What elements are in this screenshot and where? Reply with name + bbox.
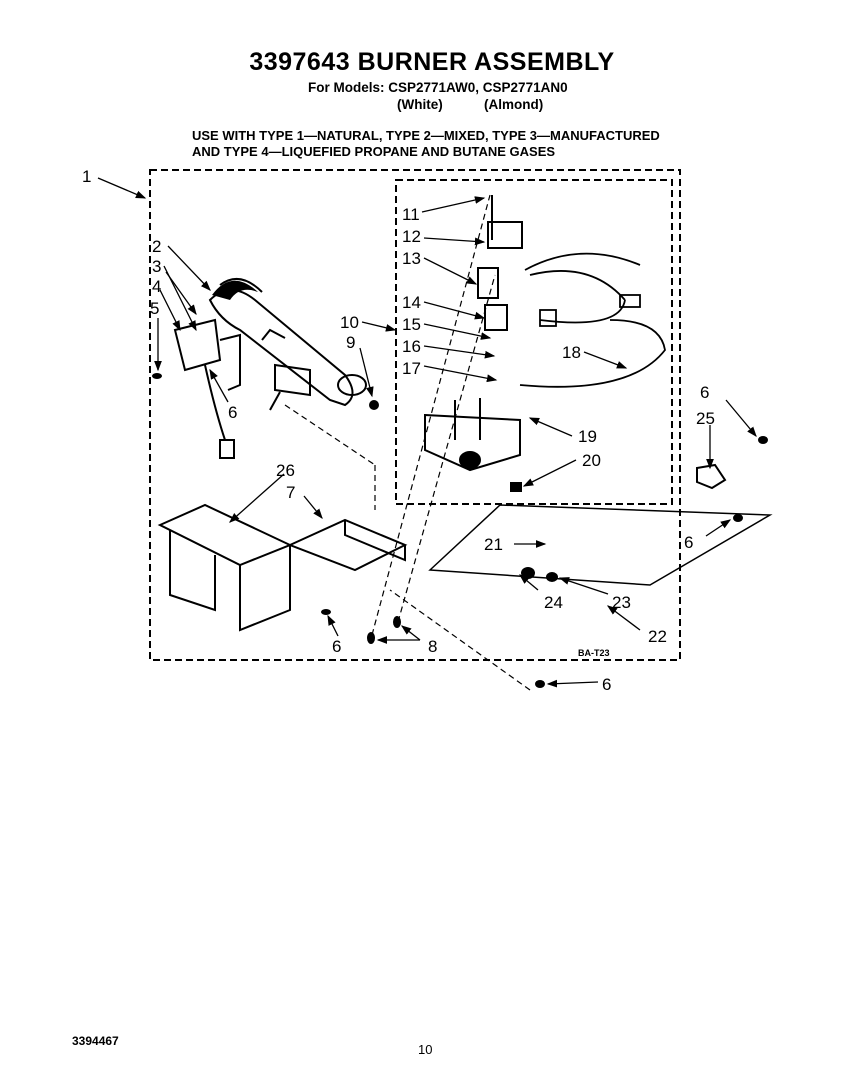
callout-2: 2 — [152, 237, 161, 256]
callout-1: 1 — [82, 167, 91, 186]
assembly-guide-lines — [284, 194, 531, 691]
callout-13: 13 — [402, 249, 421, 268]
flame-spreader — [212, 280, 258, 300]
nut-9 — [369, 400, 379, 410]
gas-note-line-1: USE WITH TYPE 1—NATURAL, TYPE 2—MIXED, T… — [192, 128, 660, 143]
screw-6-bottom — [535, 680, 545, 688]
screw-8b — [393, 616, 401, 628]
callout-leaders — [97, 177, 757, 688]
gas-valve — [424, 398, 521, 472]
orifice-23 — [546, 572, 558, 582]
callout-15: 15 — [402, 315, 421, 334]
callout-18: 18 — [562, 343, 581, 362]
manifold — [269, 363, 311, 411]
page-number: 10 — [418, 1042, 433, 1057]
callout-3: 3 — [152, 257, 161, 276]
burner-bracket — [157, 503, 408, 632]
valve-boundary — [395, 179, 673, 505]
callout-10: 10 — [340, 313, 359, 332]
callout-6c: 6 — [602, 675, 611, 694]
callout-9: 9 — [346, 333, 355, 352]
screw-6-right-top — [758, 436, 768, 444]
bracket-25 — [696, 463, 727, 490]
callout-20: 20 — [582, 451, 601, 470]
fitting-20 — [510, 482, 522, 492]
document-number: 3394467 — [72, 1034, 119, 1048]
callout-4: 4 — [152, 277, 161, 296]
callout-23: 23 — [612, 593, 631, 612]
callout-22: 22 — [648, 627, 667, 646]
screw-6-right-bottom — [733, 514, 743, 522]
color-almond-label: (Almond) — [484, 97, 544, 112]
callout-14: 14 — [402, 293, 421, 312]
callout-7: 7 — [286, 483, 295, 502]
wire-harness — [519, 252, 666, 388]
callout-6b: 6 — [332, 637, 341, 656]
callout-8: 8 — [428, 637, 437, 656]
page-title: 3397643 BURNER ASSEMBLY — [249, 48, 615, 76]
fasteners — [152, 373, 768, 688]
ignitor-bracket — [173, 318, 241, 459]
callout-6e: 6 — [684, 533, 693, 552]
callout-16: 16 — [402, 337, 421, 356]
callout-6a: 6 — [228, 403, 237, 422]
color-white-label: (White) — [397, 97, 443, 112]
callout-19: 19 — [578, 427, 597, 446]
callout-11: 11 — [402, 205, 420, 224]
callout-25: 25 — [696, 409, 715, 428]
screw-8a — [367, 632, 375, 644]
screw-5 — [152, 373, 162, 379]
models-line: For Models: CSP2771AW0, CSP2771AN0 — [308, 80, 568, 95]
screw-6-left — [321, 609, 331, 615]
callout-6d: 6 — [700, 383, 709, 402]
callout-24: 24 — [544, 593, 563, 612]
callout-21: 21 — [484, 535, 503, 554]
burner-tube — [208, 277, 367, 407]
gas-type-note: USE WITH TYPE 1—NATURAL, TYPE 2—MIXED, T… — [192, 128, 660, 160]
gas-note-line-2: AND TYPE 4—LIQUEFIED PROPANE AND BUTANE … — [192, 144, 556, 159]
callout-12: 12 — [402, 227, 421, 246]
callout-26: 26 — [276, 461, 295, 480]
diagram-code: BA-T23 — [578, 648, 610, 658]
callout-5: 5 — [150, 299, 159, 318]
igniter-kit-boundary — [428, 504, 773, 586]
callout-17: 17 — [402, 359, 421, 378]
assembly-boundary — [149, 169, 681, 661]
